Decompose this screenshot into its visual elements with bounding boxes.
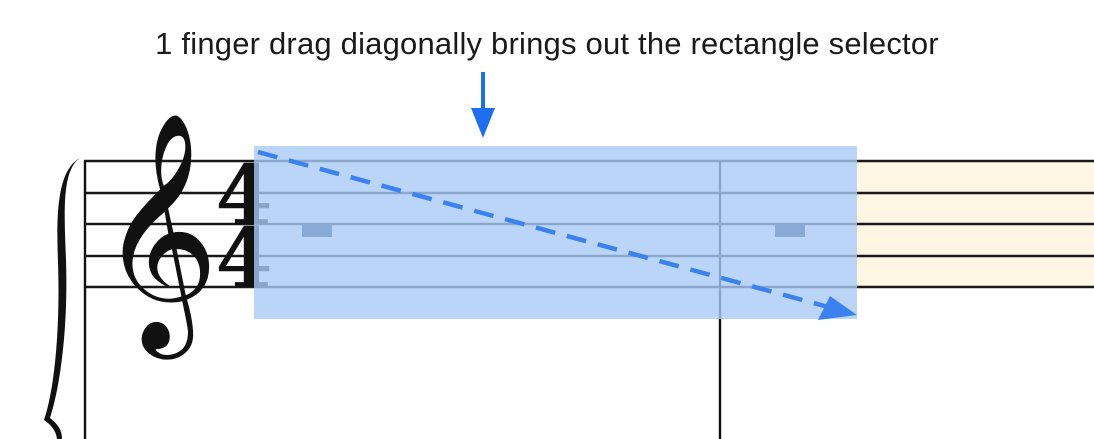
system-brace: [44, 158, 80, 439]
instruction-caption: 1 finger drag diagonally brings out the …: [155, 26, 939, 61]
treble-clef-icon: 𝄞: [98, 111, 219, 360]
rectangle-selector[interactable]: [254, 146, 857, 319]
drag-gesture-line: [257, 149, 833, 311]
pointer-arrow-icon: [471, 108, 495, 138]
drag-gesture-arrowhead: [818, 296, 857, 320]
